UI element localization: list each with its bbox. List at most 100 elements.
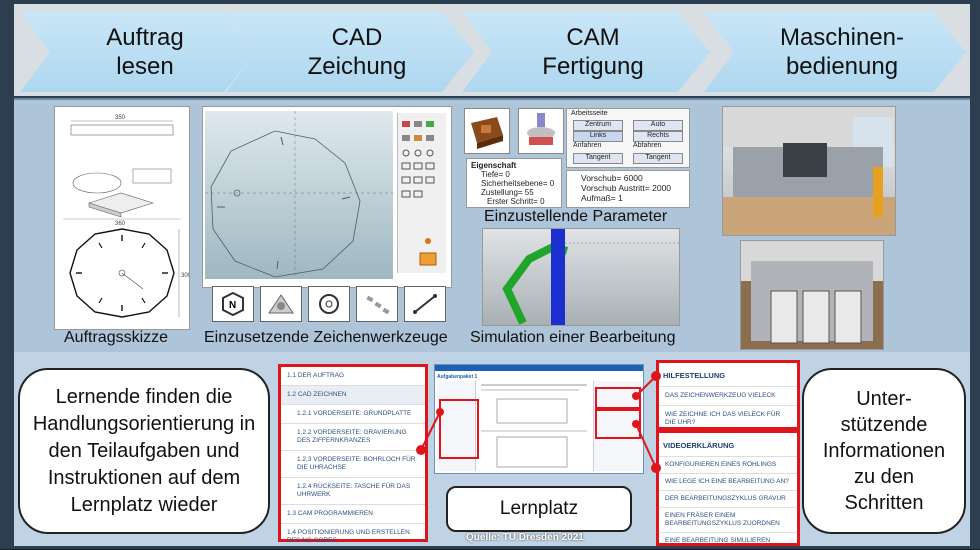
- params-tree: Eigenschaft Tiefe= 0 Sicherheitsebene= 0…: [466, 158, 562, 208]
- lernplatz-label: Lernplatz: [499, 498, 579, 519]
- simulation-view: [482, 228, 680, 326]
- video-item[interactable]: WIE LEGE ICH EINE BEARBEITUNG AN?: [659, 474, 797, 491]
- zentrum-button[interactable]: Zentrum: [573, 120, 623, 131]
- polygon-tool-icon: N: [212, 286, 254, 322]
- right-statement-text: Unter- stützende Informationen zu den Sc…: [822, 388, 946, 514]
- menu-item[interactable]: 1.2.3 VORDERSEITE: BOHRLOCH FÜR DIE UHRA…: [281, 451, 425, 478]
- connector-dot: [651, 371, 661, 381]
- platform-sidebar: [437, 381, 476, 471]
- params-tree-row: Tiefe= 0: [481, 170, 510, 179]
- left-statement: Lernende finden die Handlungsorientierun…: [18, 368, 270, 534]
- vorschub-row: Aufmaß= 1: [581, 193, 623, 203]
- source-credit: Quelle: TU Dresden 2021: [466, 532, 584, 543]
- cam-mill-icon: [518, 108, 564, 154]
- video-item[interactable]: KONFIGURIEREN EINES ROHLINGS: [659, 457, 797, 474]
- caption-sketch: Auftragsskizze: [64, 329, 169, 346]
- lernplatz-label-box: Lernplatz: [446, 486, 632, 532]
- step-label: CAM Fertigung: [542, 24, 644, 80]
- menu-item[interactable]: 1.2.1 VORDERSEITE: GRUNDPLATTE: [281, 405, 425, 424]
- connector-dot: [416, 445, 426, 455]
- vorschub-row: Vorschub Austritt= 2000: [581, 183, 672, 193]
- step-label: Auftrag lesen: [106, 24, 184, 80]
- tangent-in-button[interactable]: Tangent: [573, 153, 623, 164]
- params-tree-header: Eigenschaft: [471, 161, 517, 170]
- params-tree-row: Sicherheitsebene= 0: [481, 179, 555, 188]
- tangent-out-button[interactable]: Tangent: [633, 153, 683, 164]
- connector-dot: [632, 420, 640, 428]
- course-menu: 1.1 DER AUFTRAG 1.2 CAD ZEICHNEN 1.2.1 V…: [278, 364, 428, 544]
- rechts-button[interactable]: Rechts: [633, 131, 683, 142]
- hilfe-title: HILFESTELLUNG: [659, 363, 797, 387]
- cad-toolbar-icons: [401, 121, 437, 266]
- dim-right: 300: [181, 273, 189, 279]
- video-title: VIDEOERKLÄRUNG: [659, 433, 797, 457]
- dim-side: 360: [115, 221, 126, 227]
- caption-sim: Simulation einer Bearbeitung: [470, 329, 676, 346]
- line-tool-icon: [404, 286, 446, 322]
- params-tree-row: Zustellung= 55: [481, 188, 534, 197]
- hilfe-item[interactable]: WIE ZEICHNE ICH DAS VIELECK FÜR DIE UHR?: [665, 411, 781, 426]
- menu-item[interactable]: 1.2.4 RÜCKSEITE: TASCHE FÜR DAS UHRWERK: [281, 478, 425, 505]
- params-tree-row: Erster Schritt= 0: [487, 197, 545, 206]
- sketch-panel: 350 360 300: [54, 106, 192, 330]
- anfahren-label: Anfahren: [573, 142, 602, 149]
- drawing-tools: N: [206, 286, 446, 324]
- platform-titlebar: [435, 365, 643, 371]
- hilfe-item[interactable]: DAS ZEICHENWERKZEUG VIELECK: [659, 387, 797, 406]
- connector-dot: [651, 463, 661, 473]
- platform-screenshot: Aufgabenpaket 1: [434, 364, 644, 474]
- cad-toolbar: [397, 113, 446, 273]
- auto-button[interactable]: Auto: [633, 120, 683, 131]
- menu-item[interactable]: 1.3 CAM PROGRAMMIEREN: [281, 505, 425, 524]
- platform-title: Aufgabenpaket 1: [437, 374, 478, 380]
- caption-params: Einzustellende Parameter: [484, 208, 668, 225]
- video-item[interactable]: EINEN FRÄSER EINEM BEARBEITUNGSZYKLUS ZU…: [659, 508, 797, 533]
- cad-polygon: [205, 111, 393, 279]
- vorschub-panel: Vorschub= 6000 Vorschub Austritt= 2000 A…: [566, 170, 690, 208]
- video-item[interactable]: DER BEARBEITUNGSZYKLUS GRAVUR: [659, 491, 797, 508]
- caption-tools: Einzusetzende Zeichenwerkzeuge: [204, 329, 448, 346]
- dim-top: 350: [115, 115, 126, 121]
- circle-tool-icon: [308, 286, 350, 322]
- platform-content: [479, 381, 591, 471]
- cam-pocket-icon: [464, 108, 510, 154]
- lernplatz-band: Lernende finden die Handlungsorientierun…: [14, 352, 970, 546]
- video-item[interactable]: EINE BEARBEITUNG SIMULIEREN: [665, 537, 771, 544]
- vorschub-row: Vorschub= 6000: [581, 173, 643, 183]
- step-cad: CAD Zeichung: [226, 12, 474, 92]
- cad-screenshot: [202, 106, 452, 288]
- left-statement-text: Lernende finden die Handlungsorientierun…: [32, 385, 256, 516]
- platform-hilfe-highlight: [595, 387, 641, 409]
- machine-photo-1: [722, 106, 896, 236]
- menu-item[interactable]: 1.4 POSITIONIERUNG UND ERSTELLEN DES NC-…: [287, 529, 410, 544]
- menu-item[interactable]: 1.1 DER AUFTRAG: [281, 367, 425, 386]
- menu-item[interactable]: 1.2.2 VORDERSEITE: GRAVIERUNG DES ZIFFER…: [281, 424, 425, 451]
- examples-band: 350 360 300 Auf: [14, 98, 970, 352]
- step-label: CAD Zeichung: [307, 24, 407, 80]
- segment-tool-icon: [356, 286, 398, 322]
- step-label: Maschinen- bedienung: [779, 24, 905, 80]
- arbeitsseite-panel: Arbeitsseite Zentrum Auto Links Rechts A…: [566, 108, 690, 168]
- step-maschine: Maschinen- bedienung: [704, 12, 966, 92]
- platform-menu-highlight: [439, 399, 479, 459]
- connectors: [416, 371, 661, 473]
- step-auftrag: Auftrag lesen: [20, 12, 256, 92]
- right-statement: Unter- stützende Informationen zu den Sc…: [802, 368, 966, 534]
- engrave-tool-icon: [260, 286, 302, 322]
- links-button[interactable]: Links: [573, 131, 623, 142]
- connector-dot: [436, 408, 444, 416]
- arbeitsseite-title: Arbeitsseite: [571, 110, 608, 117]
- hilfe-box: HILFESTELLUNG DAS ZEICHENWERKZEUG VIELEC…: [656, 360, 800, 430]
- step-cam: CAM Fertigung: [462, 12, 710, 92]
- process-steps: Auftrag lesen CAD Zeichung CAM Fertigung…: [14, 4, 970, 96]
- cad-canvas: [205, 111, 393, 279]
- machine-photo-2: [740, 240, 884, 350]
- video-box: VIDEOERKLÄRUNG KONFIGURIEREN EINES ROHLI…: [656, 430, 800, 546]
- abfahren-label: Abfahren: [633, 142, 662, 149]
- menu-item[interactable]: 1.2 CAD ZEICHNEN: [281, 386, 425, 405]
- sketch-drawing: 350 360 300: [63, 115, 192, 318]
- svg-text:N: N: [229, 300, 236, 311]
- simulation-graphic: [502, 229, 679, 325]
- connector-dot: [632, 392, 640, 400]
